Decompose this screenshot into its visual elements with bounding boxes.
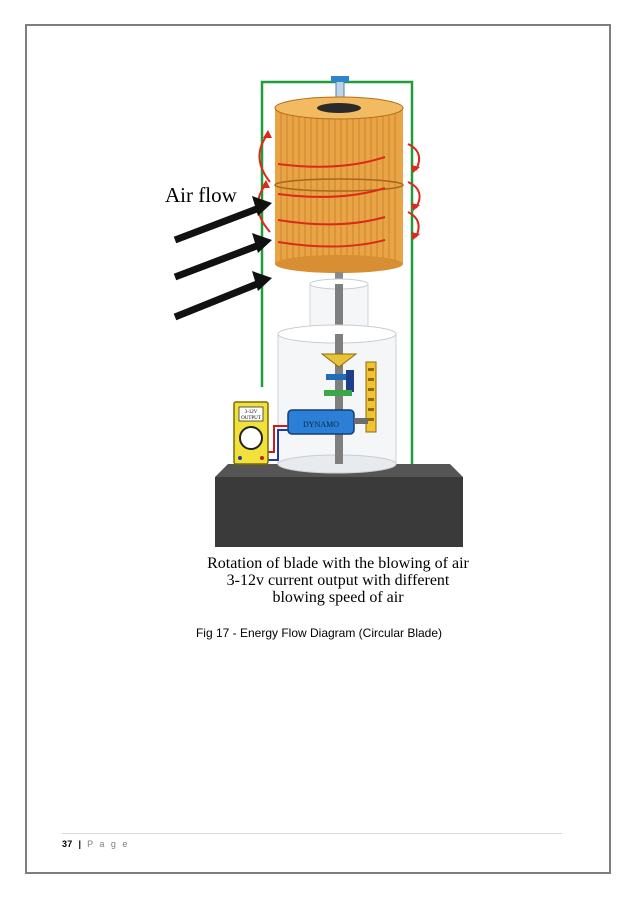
dynamo: DYNAMO — [287, 409, 368, 435]
footer-divider — [62, 833, 562, 834]
circular-blade — [274, 96, 404, 273]
voltmeter: 3-12V OUTPUT — [233, 401, 269, 465]
base-block — [215, 477, 463, 547]
footer-separator: | — [78, 839, 82, 849]
airflow-label: Air flow — [165, 183, 238, 207]
note-line-2: 3-12v current output with different — [227, 572, 450, 589]
note-line-3: blowing speed of air — [272, 589, 404, 606]
note-line-1: Rotation of blade with the blowing of ai… — [207, 555, 469, 572]
dynamo-label: DYNAMO — [303, 420, 339, 429]
meter-label-line1: 3-12V — [245, 410, 258, 415]
figure-caption: Fig 17 - Energy Flow Diagram (Circular B… — [195, 626, 443, 640]
energy-flow-diagram: Air flow — [150, 72, 490, 612]
page-number: 37 — [62, 839, 73, 849]
lower-housing — [277, 324, 397, 474]
page-word: P a g e — [87, 839, 130, 849]
black-air-arrows — [173, 203, 264, 321]
page-footer: 37 | P a g e — [62, 839, 129, 849]
meter-label-line2: OUTPUT — [241, 416, 261, 421]
